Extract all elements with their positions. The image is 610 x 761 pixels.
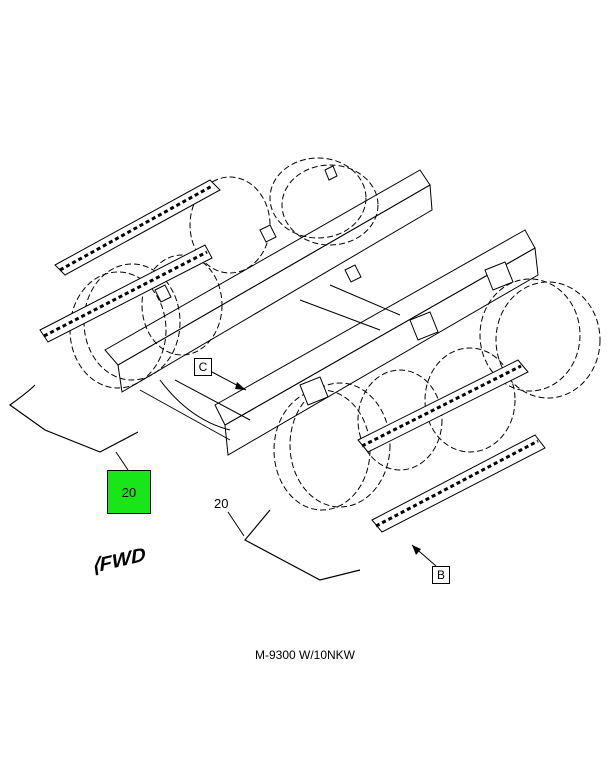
callout-b: B [432,566,450,584]
bracket-2 [299,376,329,406]
leader-20-highlighted [115,451,129,471]
callout-c: C [194,358,212,376]
figure-caption: M-9300 W/10NKW [254,648,356,662]
part-20-highlight-box[interactable]: 20 [107,470,151,514]
callout-b-label: B [436,568,445,582]
part-20-highlight-label: 20 [121,484,137,500]
tire-ring-4 [495,281,601,399]
leader-20-plain [227,511,245,537]
bracket-1 [154,284,172,303]
wire-part-20-left [8,384,139,453]
tire-ring-5 [289,382,391,508]
step-plate-3 [357,359,529,453]
callout-c-label: C [198,360,208,374]
tire-ring-3 [269,157,367,239]
part-20-label: 20 [214,496,229,511]
wire-part-20-lower [244,509,361,581]
